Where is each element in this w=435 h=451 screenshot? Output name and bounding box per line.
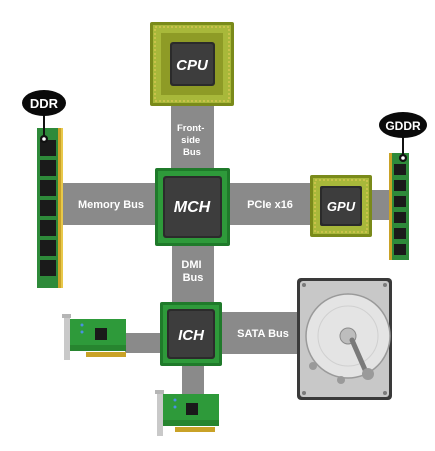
- mch-chip: MCH: [155, 168, 230, 246]
- sata-bus-label: SATA Bus: [237, 328, 289, 340]
- ddr-tag-label: DDR: [30, 96, 59, 111]
- hard-disk-drive: [297, 278, 392, 400]
- ddr-memory-module: [37, 113, 63, 288]
- dmi-bus-bar: [172, 245, 214, 307]
- frontside-bus-line-3: Bus: [183, 147, 201, 158]
- mch-label: MCH: [174, 199, 211, 216]
- frontside-bus-line-1: Front-: [177, 123, 204, 134]
- expansion-card-1: [62, 314, 126, 360]
- gddr-memory-module: [389, 137, 409, 260]
- sata-bus-bar: [218, 312, 303, 354]
- cpu-label: CPU: [176, 57, 209, 74]
- ich-chip: ICH: [160, 302, 222, 366]
- dmi-bus-line-2: Bus: [183, 272, 204, 284]
- frontside-bus-label: Front- side Bus: [177, 123, 207, 158]
- pcie-bus-label: PCIe x16: [247, 199, 293, 211]
- gpu-label: GPU: [327, 199, 356, 214]
- frontside-bus-line-2: side: [181, 135, 200, 146]
- gpu-chip: GPU: [310, 175, 372, 237]
- dmi-bus-label: DMI Bus: [181, 259, 204, 284]
- ich-to-card1-bar: [125, 333, 165, 353]
- dmi-bus-line-1: DMI: [181, 259, 201, 271]
- ich-to-card2-bar: [182, 365, 204, 395]
- frontside-bus-bar: [171, 100, 214, 178]
- expansion-card-2: [155, 390, 219, 436]
- gddr-tag: GDDR: [379, 112, 427, 138]
- memory-bus-label: Memory Bus: [78, 199, 144, 211]
- cpu-chip: CPU: [150, 22, 234, 106]
- memory-bus-bar: [60, 183, 160, 225]
- pcie-bus-bar: [227, 183, 315, 225]
- ich-label: ICH: [178, 327, 205, 344]
- gddr-tag-label: GDDR: [385, 119, 421, 133]
- ddr-tag: DDR: [22, 90, 66, 116]
